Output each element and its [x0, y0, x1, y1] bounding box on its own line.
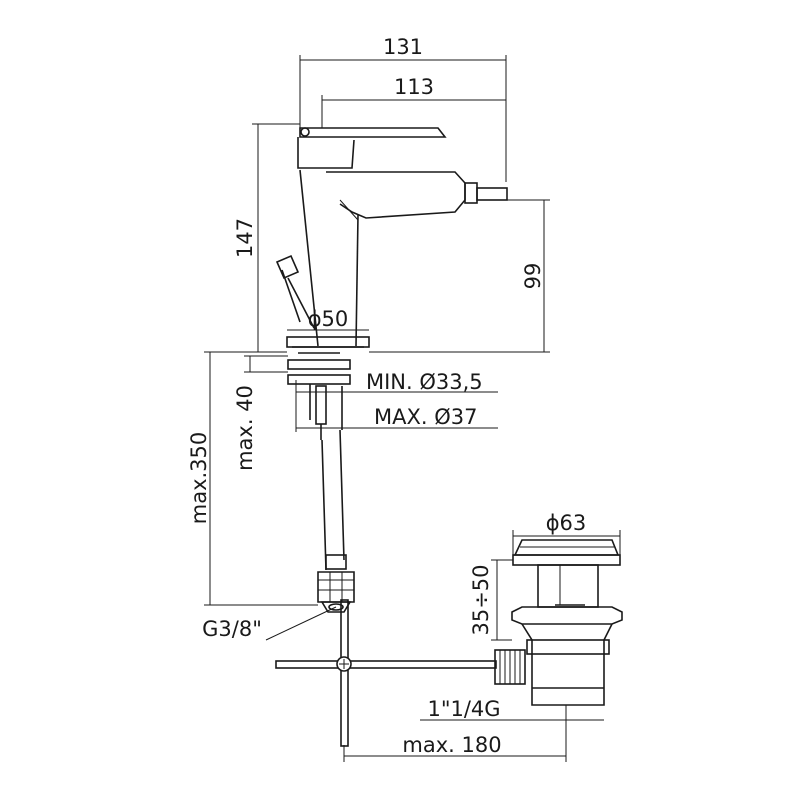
dimension-lines [204, 55, 621, 762]
popup-waste [494, 539, 623, 706]
dim-lever-width: 113 [394, 75, 434, 99]
dim-hose-length: max.350 [187, 432, 211, 525]
waste-rod [275, 599, 497, 747]
dim-hole-max: MAX. Ø37 [374, 405, 477, 429]
dim-base-diameter: ϕ50 [308, 307, 349, 331]
dim-spout-height: 99 [521, 263, 545, 290]
dimension-labels: 131 113 147 99 ϕ50 MIN. Ø33,5 MAX. Ø37 m… [187, 35, 586, 757]
dim-deck-thickness: max. 40 [233, 385, 257, 471]
dim-total-width: 131 [383, 35, 423, 59]
dim-height: 147 [233, 218, 257, 258]
dim-waste-thread: 1"1/4G [427, 697, 500, 721]
dim-connection: G3/8" [202, 617, 262, 641]
flexible-hose [317, 429, 355, 613]
dim-rod-length: max. 180 [402, 733, 501, 757]
fixing-assembly [287, 352, 351, 440]
faucet-body [275, 127, 508, 348]
dim-hole-min: MIN. Ø33,5 [366, 370, 483, 394]
dim-waste-diameter: ϕ63 [546, 511, 587, 535]
dim-waste-range: 35÷50 [469, 564, 493, 635]
